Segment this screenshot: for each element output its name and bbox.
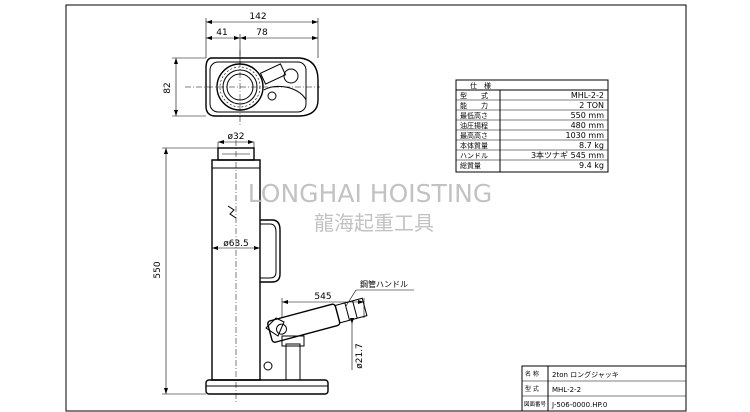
drawing-border — [65, 4, 687, 412]
spec-value: 550 mm — [571, 111, 605, 120]
watermark-line1: LONGHAI HOISTING — [248, 179, 492, 208]
spec-label: ハンドル — [460, 152, 488, 160]
spec-value: 1030 mm — [566, 131, 605, 140]
watermark-line2: 龍海起重工具 — [314, 211, 434, 235]
spec-label: 本体質量 — [460, 141, 488, 150]
dim-ram-diameter: ø32 — [228, 132, 245, 142]
handle-callout-label: 鋼管ハンドル — [360, 279, 408, 289]
dim-handle-diameter: ø21.7 — [355, 343, 365, 369]
title-block-label: 型 式 — [525, 385, 539, 393]
spec-label: 最高高さ — [460, 131, 488, 140]
spec-value: 9.4 kg — [579, 161, 604, 170]
spec-value: 3本ツナギ 545 mm — [531, 150, 604, 160]
dim-top-height: 82 — [163, 82, 173, 93]
title-block-value: 2ton ロングジャッキ — [552, 370, 619, 379]
dim-left-offset: 41 — [216, 28, 227, 38]
spec-table-header: 仕 様 — [470, 81, 491, 90]
spec-value: 480 mm — [571, 121, 605, 130]
side-view — [162, 140, 414, 402]
spec-label: 総質量 — [460, 161, 481, 170]
dim-overall-height: 550 — [153, 261, 163, 278]
title-block-value: J-506-0000.HP.0 — [551, 401, 607, 409]
dim-total-width: 142 — [249, 12, 266, 22]
title-block-value: MHL-2-2 — [552, 386, 581, 394]
dim-body-diameter: ø63.5 — [223, 239, 249, 249]
spec-label: 最低高さ — [460, 111, 488, 120]
dim-handle-length: 545 — [314, 292, 331, 302]
title-block-label: 図面番号 — [524, 401, 547, 408]
spec-value: 8.7 kg — [579, 141, 604, 150]
title-block-label: 名 称 — [525, 370, 539, 378]
title-block — [521, 365, 687, 412]
top-view — [172, 18, 320, 125]
spec-label: 能 力 — [460, 101, 488, 110]
spec-table — [455, 79, 609, 173]
spec-label: 型 式 — [460, 91, 488, 100]
dim-right-offset: 78 — [256, 28, 268, 38]
spec-value: MHL-2-2 — [571, 91, 604, 100]
spec-label: 油圧揚程 — [460, 121, 488, 130]
spec-value: 2 TON — [579, 101, 604, 110]
